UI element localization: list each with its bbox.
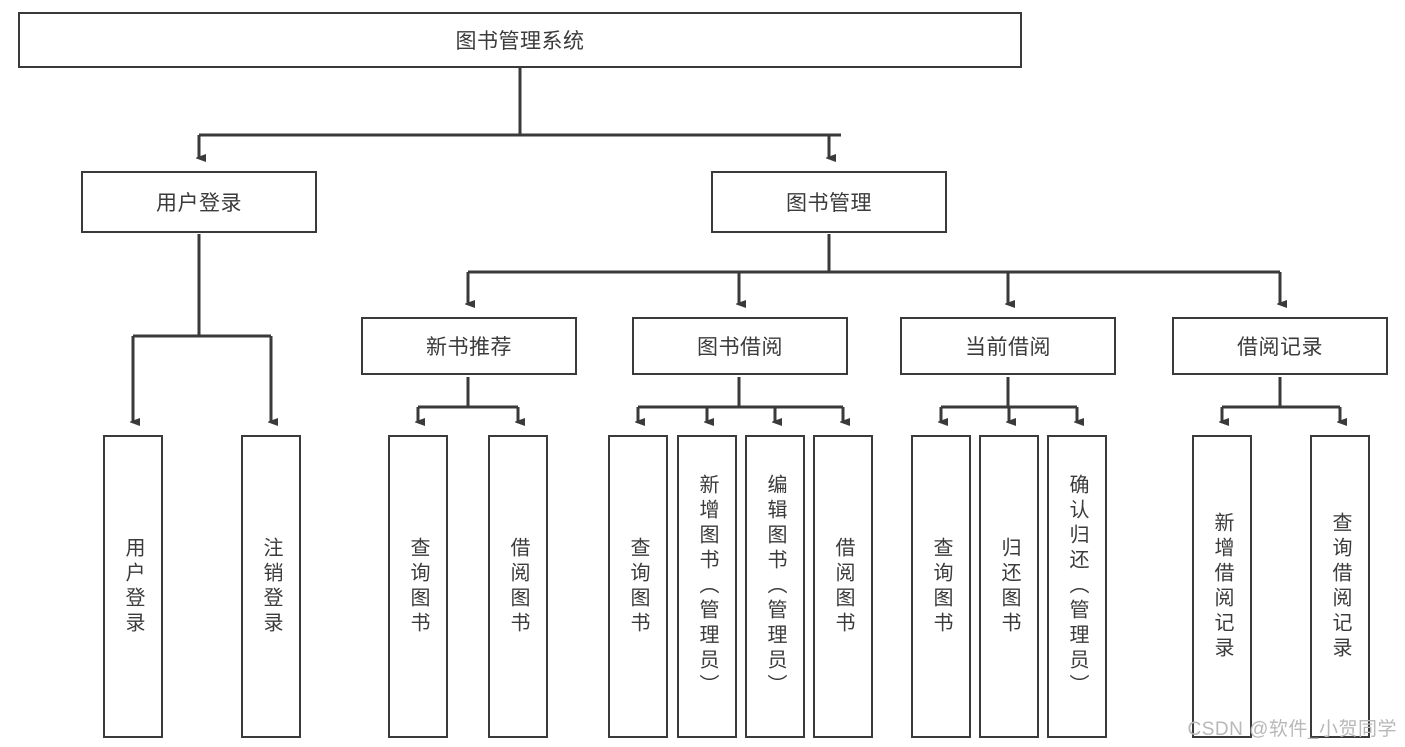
leaf-book-borrow-add[interactable]: 新增图书（管理员） [677,435,737,738]
leaf-book-borrow-borrow[interactable]: 借阅图书 [813,435,873,738]
csdn-watermark: CSDN @软件_小贺同学 [1187,719,1397,740]
node-user-login[interactable]: 用户登录 [81,171,317,233]
node-book-management[interactable]: 图书管理 [711,171,947,233]
leaf-user-login-login[interactable]: 用户登录 [103,435,163,738]
node-book-borrow[interactable]: 图书借阅 [632,317,848,375]
node-label: 查询图书 [407,536,429,637]
node-label: 注销登录 [260,536,282,637]
node-borrow-record[interactable]: 借阅记录 [1172,317,1388,375]
node-label: 确认归还（管理员） [1066,474,1088,699]
node-label: 图书管理 [786,192,872,215]
leaf-current-borrow-return[interactable]: 归还图书 [979,435,1039,738]
node-new-book-recommend[interactable]: 新书推荐 [361,317,577,375]
node-label: 用户登录 [156,192,242,215]
node-label: 新增图书（管理员） [696,474,718,699]
leaf-current-borrow-confirm-return[interactable]: 确认归还（管理员） [1047,435,1107,738]
node-label: 新增借阅记录 [1211,511,1233,662]
leaf-borrow-record-add[interactable]: 新增借阅记录 [1192,435,1252,738]
node-label: 查询图书 [627,536,649,637]
node-label: 图书管理系统 [455,30,585,53]
leaf-book-borrow-edit[interactable]: 编辑图书（管理员） [745,435,805,738]
node-label: 编辑图书（管理员） [764,474,786,699]
leaf-new-book-borrow[interactable]: 借阅图书 [488,435,548,738]
node-label: 新书推荐 [426,336,512,359]
leaf-book-borrow-query[interactable]: 查询图书 [608,435,668,738]
node-label: 借阅记录 [1237,336,1323,359]
node-label: 查询借阅记录 [1329,511,1351,662]
node-label: 借阅图书 [507,536,529,637]
leaf-user-login-logout[interactable]: 注销登录 [241,435,301,738]
leaf-borrow-record-query[interactable]: 查询借阅记录 [1310,435,1370,738]
leaf-current-borrow-query[interactable]: 查询图书 [911,435,971,738]
node-root-library-system[interactable]: 图书管理系统 [18,12,1022,68]
node-label: 当前借阅 [965,336,1051,359]
node-label: 查询图书 [930,536,952,637]
node-label: 用户登录 [122,536,144,637]
node-label: 图书借阅 [697,336,783,359]
node-label: 归还图书 [998,536,1020,637]
leaf-new-book-query[interactable]: 查询图书 [388,435,448,738]
node-current-borrow[interactable]: 当前借阅 [900,317,1116,375]
node-label: 借阅图书 [832,536,854,637]
